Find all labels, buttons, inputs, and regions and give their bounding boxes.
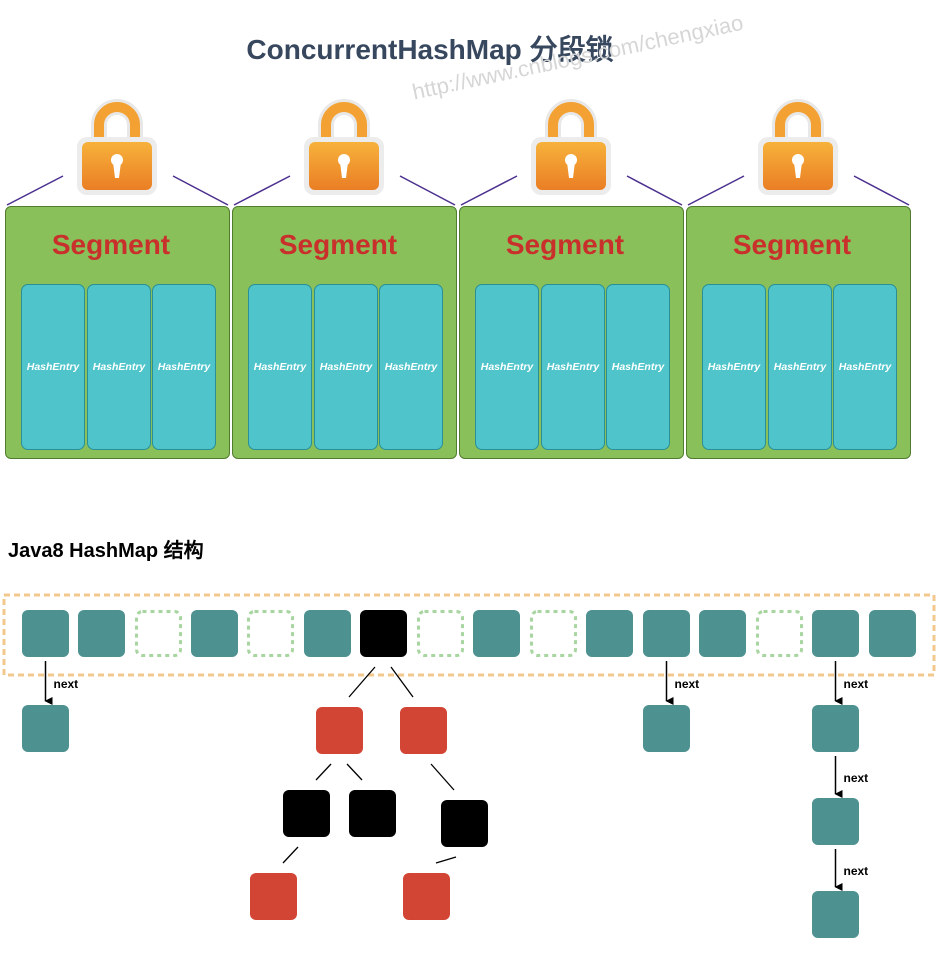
segment-label: Segment — [51, 229, 171, 260]
padlock-icon — [526, 92, 616, 202]
hash-entry: HashEntry — [702, 284, 766, 450]
hashmap-section-title: Java8 HashMap 结构 — [8, 540, 204, 562]
filled-bucket — [869, 610, 916, 657]
hash-entry-label: HashEntry — [92, 361, 146, 373]
red-tree-node — [403, 873, 450, 920]
connector-line-right — [853, 175, 910, 206]
bucket-array-border — [2, 593, 936, 677]
hash-entry: HashEntry — [87, 284, 151, 450]
black-tree-node — [441, 800, 488, 847]
hash-entry-label: HashEntry — [773, 361, 827, 373]
tree-edge — [315, 763, 332, 781]
connector-line-left — [233, 175, 291, 206]
red-tree-node — [250, 873, 297, 920]
tree-edge — [390, 666, 414, 698]
connector-line-right — [626, 175, 683, 206]
hash-entry-label: HashEntry — [253, 361, 307, 373]
empty-bucket — [135, 610, 182, 657]
hash-entry: HashEntry — [541, 284, 605, 450]
filled-bucket — [643, 610, 690, 657]
chain-node — [22, 705, 69, 752]
hash-entry: HashEntry — [379, 284, 443, 450]
connector-line-left — [6, 175, 64, 206]
segment-label: Segment — [732, 229, 852, 260]
empty-bucket — [530, 610, 577, 657]
hash-entry: HashEntry — [768, 284, 832, 450]
tree-edge — [435, 856, 457, 864]
red-tree-node — [400, 707, 447, 754]
tree-edge — [282, 846, 299, 864]
segment-label: Segment — [505, 229, 625, 260]
hash-entry-label: HashEntry — [611, 361, 665, 373]
black-tree-node — [349, 790, 396, 837]
chain-node — [812, 891, 859, 938]
red-tree-node — [316, 707, 363, 754]
padlock-icon — [753, 92, 843, 202]
padlock-icon — [299, 92, 389, 202]
hash-entry-label: HashEntry — [546, 361, 600, 373]
filled-bucket — [191, 610, 238, 657]
filled-bucket — [304, 610, 351, 657]
filled-bucket — [812, 610, 859, 657]
hashmap-structure-diagram: next next next next next — [2, 593, 936, 938]
segment-label: Segment — [278, 229, 398, 260]
hash-entry: HashEntry — [314, 284, 378, 450]
connector-line-left — [687, 175, 745, 206]
page-title: ConcurrentHashMap 分段锁 — [246, 34, 614, 65]
hash-entry: HashEntry — [248, 284, 312, 450]
filled-bucket — [699, 610, 746, 657]
chain-node — [643, 705, 690, 752]
hash-entry: HashEntry — [21, 284, 85, 450]
next-label: next — [844, 677, 869, 691]
empty-bucket — [247, 610, 294, 657]
next-label: next — [54, 677, 79, 691]
filled-bucket — [22, 610, 69, 657]
connector-line-left — [460, 175, 518, 206]
hash-entry-label: HashEntry — [838, 361, 892, 373]
hash-entry: HashEntry — [606, 284, 670, 450]
padlock-icon — [72, 92, 162, 202]
tree-edge — [430, 763, 455, 791]
hash-entry-label: HashEntry — [157, 361, 211, 373]
tree-edge — [346, 763, 363, 781]
next-label: next — [844, 864, 869, 878]
hash-entry: HashEntry — [475, 284, 539, 450]
tree-bucket — [360, 610, 407, 657]
filled-bucket — [473, 610, 520, 657]
hash-entry-label: HashEntry — [480, 361, 534, 373]
filled-bucket — [78, 610, 125, 657]
black-tree-node — [283, 790, 330, 837]
hash-entry-label: HashEntry — [26, 361, 80, 373]
connector-line-right — [172, 175, 229, 206]
hash-entry-label: HashEntry — [319, 361, 373, 373]
connector-line-right — [399, 175, 456, 206]
hash-entry: HashEntry — [152, 284, 216, 450]
hash-entry-label: HashEntry — [707, 361, 761, 373]
segment-connector-lines — [6, 175, 910, 206]
empty-bucket — [756, 610, 803, 657]
hash-entry-label: HashEntry — [384, 361, 438, 373]
hash-entry: HashEntry — [833, 284, 897, 450]
next-label: next — [844, 771, 869, 785]
empty-bucket — [417, 610, 464, 657]
next-label: next — [675, 677, 700, 691]
tree-edge — [348, 666, 376, 698]
chain-node — [812, 798, 859, 845]
filled-bucket — [586, 610, 633, 657]
chain-node — [812, 705, 859, 752]
